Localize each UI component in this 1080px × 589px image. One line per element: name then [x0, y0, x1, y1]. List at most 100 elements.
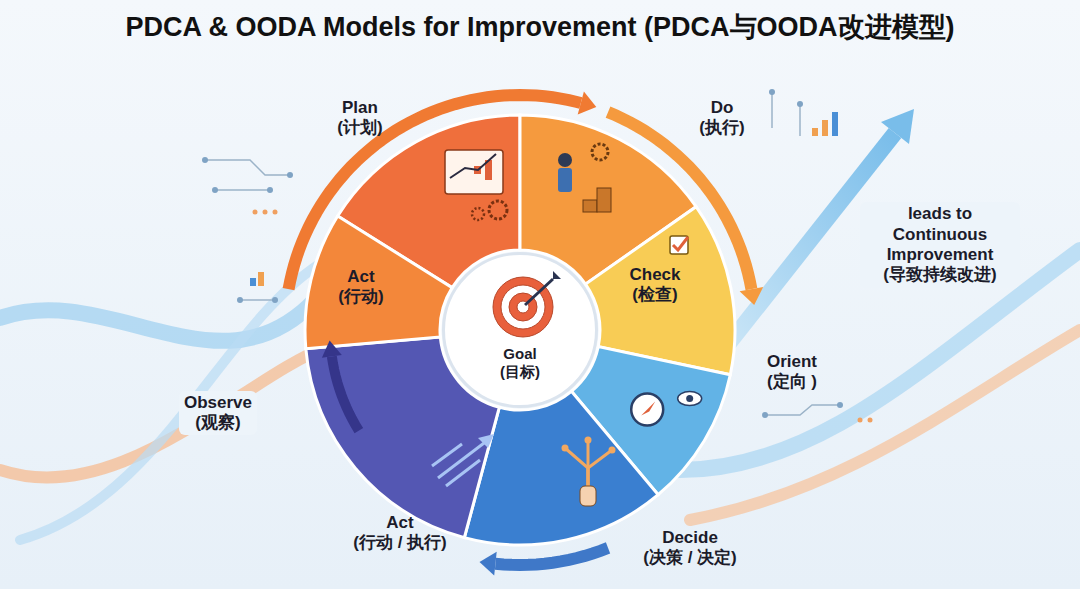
compass: [631, 393, 663, 425]
phase-label: Plan (计划): [337, 98, 382, 139]
circuit-decoration: [202, 89, 873, 423]
text-line: Check: [629, 265, 680, 285]
eye: [678, 392, 702, 406]
text-line: Goal: [500, 345, 540, 363]
gear: [592, 144, 608, 160]
text-line: Orient: [767, 352, 817, 372]
circuit-dot: [237, 297, 243, 303]
text-line: (执行): [699, 118, 744, 138]
cycle-arrow: [480, 548, 609, 576]
block: [597, 188, 611, 212]
diagram-title: PDCA & OODA Models for Improvement (PDCA…: [0, 9, 1080, 45]
circuit-dot: [287, 172, 293, 178]
cycle-arrow-head: [578, 91, 597, 114]
chart-bar: [463, 172, 470, 173]
decor-dot: [253, 210, 258, 215]
person-head: [558, 153, 572, 167]
text-line: (行动): [338, 287, 383, 307]
phase-icons: [432, 144, 702, 506]
cycle-arrow-head: [480, 552, 497, 576]
gear: [472, 208, 484, 220]
phase-label: Do (执行): [699, 98, 744, 139]
text-line: Act: [353, 513, 447, 533]
swirl-ribbon: [690, 330, 1080, 520]
mini-bar: [822, 120, 828, 136]
node-label: Goal (目标): [500, 345, 540, 381]
circuit-dot: [762, 412, 768, 418]
mini-bar: [812, 128, 818, 136]
circuit-dot: [769, 89, 775, 95]
target-icon: [445, 255, 601, 411]
chart-board: [445, 150, 503, 194]
hand: [580, 486, 596, 506]
target-ring: [493, 277, 553, 337]
text-line: (目标): [500, 363, 540, 381]
phase-label: Observe (观察): [179, 391, 257, 436]
outcome-label: leads to Continuous Improvement (导致持续改进): [860, 202, 1020, 288]
cycle-arrow-head: [322, 341, 342, 358]
cycle-arrow-arc: [608, 112, 751, 289]
phase-label: Orient (定向 ): [767, 352, 817, 393]
trend-line: [450, 154, 496, 178]
circuit-dot: [212, 187, 218, 193]
arrow-head: [881, 109, 914, 144]
branch-tip: [609, 447, 616, 454]
target-arrow-fletch: [553, 271, 561, 279]
mini-bar: [258, 272, 264, 286]
check-mark: [673, 237, 688, 250]
circuit-dot: [202, 157, 208, 163]
phase-label: Check (检查): [629, 265, 680, 306]
cycle-ring: [305, 115, 735, 545]
phase-wedge: [305, 216, 452, 349]
branch-tip: [585, 437, 592, 444]
decision-branch: [588, 450, 612, 488]
text-line: Decide: [643, 528, 737, 548]
compass-needle: [641, 401, 655, 415]
cycle-arrow: [322, 341, 359, 431]
circuit-wire: [771, 92, 773, 128]
decision-branch: [565, 448, 588, 488]
text-line: (行动 / 执行): [353, 533, 447, 553]
text-line: Plan: [337, 98, 382, 118]
text-line: Observe: [184, 393, 252, 413]
mini-bar: [832, 112, 838, 136]
swirl-ribbon: [0, 345, 330, 478]
branch-tip: [562, 445, 569, 452]
circuit-dot: [272, 297, 278, 303]
phase-label: Act (行动 / 执行): [353, 513, 447, 554]
circuit-wire: [240, 299, 275, 301]
goal-circle: Goal (目标): [442, 252, 598, 408]
decor-dot: [273, 210, 278, 215]
text-line: (计划): [337, 118, 382, 138]
target-arrow: [525, 279, 553, 305]
text-line: (检查): [629, 285, 680, 305]
mini-bar: [250, 278, 256, 286]
circuit-wire: [765, 405, 840, 415]
swirl-ribbon: [20, 265, 318, 540]
cycle-arrow-arc: [332, 356, 359, 430]
text-line: Act: [338, 267, 383, 287]
gear: [489, 201, 507, 219]
check-box: [670, 236, 688, 254]
chart-bar: [452, 180, 459, 181]
circuit-dot: [267, 187, 273, 193]
speed-arrow: [432, 444, 462, 466]
circuit-dot: [797, 101, 803, 107]
text-line: (观察): [184, 413, 252, 433]
decor-dot: [868, 418, 873, 423]
text-line: (定向 ): [767, 372, 817, 392]
circuit-wire: [205, 160, 290, 175]
person-body: [558, 168, 572, 192]
text-line: Do: [699, 98, 744, 118]
cycle-arrow-head: [740, 287, 764, 305]
eye-pupil: [686, 395, 693, 402]
text-line: (决策 / 决定): [643, 548, 737, 568]
decor-dot: [263, 210, 268, 215]
cycle-arrow: [608, 112, 763, 305]
circuit-dot: [837, 402, 843, 408]
block: [583, 200, 597, 212]
circuit-wire: [799, 104, 801, 136]
speed-arrow: [446, 460, 480, 486]
circuit-wire: [215, 189, 270, 191]
